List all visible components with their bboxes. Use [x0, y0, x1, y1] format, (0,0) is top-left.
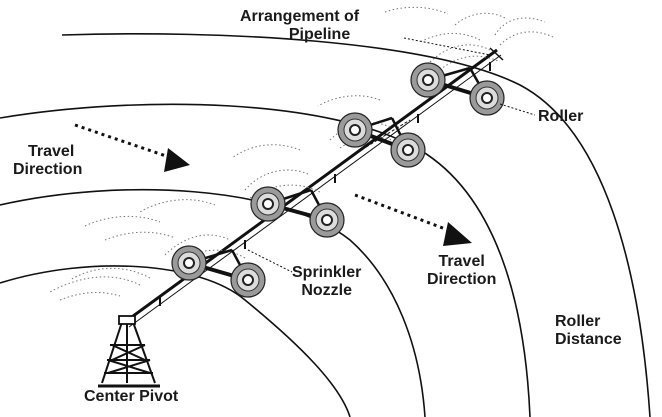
- label-roller-distance: Roller Distance: [555, 313, 622, 349]
- label-roller-distance-line1: Roller: [555, 313, 601, 330]
- track-circle-1: [0, 265, 351, 417]
- track-circle-2: [0, 188, 426, 417]
- roller-unit-3: [337, 112, 426, 168]
- roller-wheel-icon: [410, 62, 446, 98]
- track-circle-4: [61, 33, 651, 417]
- label-roller: Roller: [538, 108, 584, 125]
- roller-wheel-icon: [250, 186, 286, 222]
- sprinkler-nozzle-icon: [159, 62, 491, 306]
- roller-unit-2: [250, 186, 345, 238]
- roller-unit-1: [171, 245, 266, 298]
- label-pipeline-line1: Arrangement of: [240, 8, 360, 25]
- label-center-pivot: Center Pivot: [84, 388, 179, 405]
- label-travel-direction-left: Travel Direction: [13, 143, 82, 179]
- roller-wheel-icon: [390, 132, 426, 168]
- travel-arrow-icon: [74, 123, 190, 172]
- spray-pattern: [49, 6, 556, 301]
- roller-wheel-icon: [171, 245, 207, 281]
- roller-wheel-icon: [337, 112, 373, 148]
- label-roller-distance-line2: Distance: [555, 331, 622, 348]
- roller-wheel-icon: [230, 262, 266, 298]
- roller-unit-4: [410, 62, 505, 116]
- label-pipeline-line2: Pipeline: [288, 26, 351, 43]
- roller-wheel-icon: [309, 202, 345, 238]
- roller-wheel-icon: [469, 80, 505, 116]
- label-travel-left-line1: Travel: [28, 143, 75, 160]
- label-travel-left-line2: Direction: [13, 161, 83, 178]
- label-sprinkler-line1: Sprinkler: [292, 264, 362, 281]
- label-arrangement-of-pipeline: Arrangement of Pipeline: [240, 8, 359, 44]
- label-travel-right-line2: Direction: [427, 271, 497, 288]
- label-travel-direction-right: Travel Direction: [427, 253, 496, 289]
- leader-lines: [247, 37, 536, 273]
- travel-arrow-icon: [354, 193, 472, 246]
- label-travel-right-line1: Travel: [438, 253, 485, 270]
- label-sprinkler-nozzle: Sprinkler Nozzle: [292, 264, 361, 300]
- center-pivot-tower-icon: [98, 315, 160, 388]
- label-sprinkler-line2: Nozzle: [301, 282, 353, 299]
